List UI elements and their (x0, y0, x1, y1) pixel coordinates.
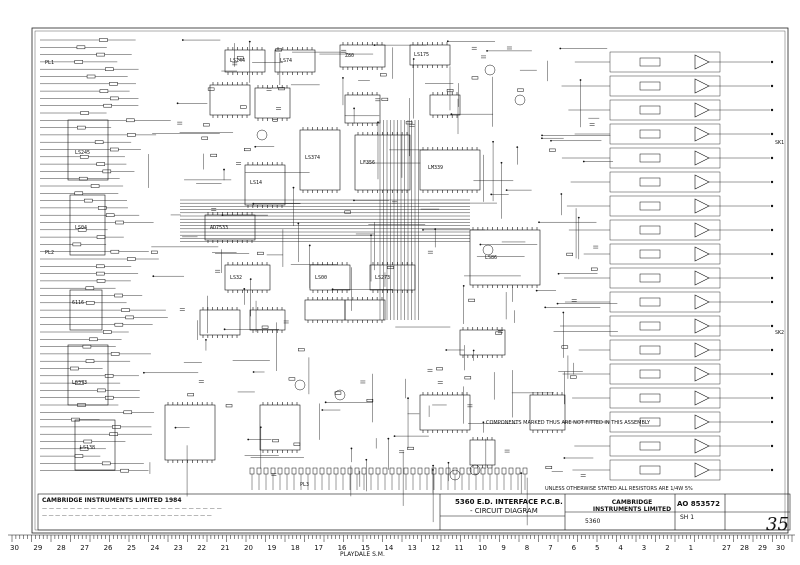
ruler-number: 20 (244, 544, 253, 552)
ruler-number: 11 (454, 544, 464, 552)
ruler-number: 19 (267, 544, 277, 552)
chip-label: LS14 (250, 180, 263, 186)
chip-label: LS00 (315, 275, 328, 281)
sheet-number: SH 1 (680, 514, 695, 521)
ruler-number-right: 30 (776, 544, 785, 552)
chip-label: LS245 (75, 150, 91, 156)
chip-label: 6116 (72, 300, 85, 306)
ruler-number: 28 (56, 544, 66, 552)
connector-label: PL2 (45, 250, 55, 256)
ruler-number: 2 (665, 544, 670, 552)
chip-label: LM339 (428, 165, 444, 171)
model-number: 5360 (585, 518, 601, 525)
chip-label: Z80 (345, 53, 355, 59)
ruler-number: 12 (431, 544, 441, 552)
chip-label: LS04 (75, 225, 88, 231)
ruler-number-right: 28 (740, 544, 749, 552)
chip-label: LS86 (485, 255, 498, 261)
ruler-number: 1 (688, 544, 694, 552)
drawing-number: AO 853572 (677, 500, 721, 508)
ruler-number: 18 (290, 544, 300, 552)
ruler-number: 21 (220, 544, 230, 552)
ruler-number: 29 (33, 544, 43, 552)
note-not-fitted: COMPONENTS MARKED THUS ARE NOT FITTED IN… (486, 420, 651, 426)
company-name: CAMBRIDGE INSTRUMENTS LIMITED (592, 499, 672, 513)
chip-label: LS175 (414, 52, 430, 58)
ruler-number-right: 29 (758, 544, 767, 552)
ruler-number-right: 27 (722, 544, 731, 552)
ruler-number: 5 (595, 544, 600, 552)
ruler-number: 8 (524, 544, 530, 552)
ruler-number: 6 (571, 544, 577, 552)
connector-label: PL1 (45, 60, 55, 66)
note-resistors: UNLESS OTHERWISE STATED ALL RESISTORS AR… (545, 486, 693, 492)
ruler-number: 26 (103, 544, 113, 552)
ruler-number: 9 (501, 544, 506, 552)
ruler-number: 16 (337, 544, 347, 552)
copyright-fineprint: — — — — — — — — — — — — — — — — — — — — … (42, 506, 222, 512)
ruler-number: 13 (407, 544, 417, 552)
connector-label: PL3 (300, 482, 310, 488)
ruler-number: 4 (618, 544, 623, 552)
connector-label: SK2 (775, 330, 785, 336)
connector-label: SK1 (775, 140, 785, 146)
drawing-subtitle: - CIRCUIT DIAGRAM (470, 507, 538, 515)
ruler-label: PLAYDALE S.M. (340, 551, 385, 558)
ruler-number: 23 (173, 544, 183, 552)
ruler-number: 15 (361, 544, 370, 552)
chip-label: LS373 (72, 380, 88, 386)
chip-label: LS374 (305, 155, 321, 161)
chip-label: LS138 (80, 445, 96, 451)
handwritten-sheet-number: 35 (766, 514, 789, 535)
company-copyright: CAMBRIDGE INSTRUMENTS LIMITED 1984 (42, 497, 182, 504)
chip-label: LS74 (280, 58, 293, 64)
chip-label: LF356 (360, 160, 376, 166)
ruler-number: 3 (641, 544, 647, 552)
ruler-number: 30 (10, 544, 19, 552)
ruler-number: 27 (80, 544, 90, 552)
chip-label: LS32 (230, 275, 243, 281)
drawing-title: 5360 E.D. INTERFACE P.C.B. (455, 498, 563, 506)
chip-label: LS273 (375, 275, 391, 281)
ruler-number: 10 (478, 544, 487, 552)
ruler-number: 14 (384, 544, 394, 552)
ruler-number: 17 (314, 544, 324, 552)
ruler-number: 22 (197, 544, 207, 552)
ruler-number: 24 (150, 544, 160, 552)
ruler-number: 25 (127, 544, 136, 552)
chip-label: AD7533 (210, 225, 229, 231)
copyright-fineprint-2: — — — — — — — — — — — — — — — — — — — — … (42, 513, 212, 519)
ruler-number: 7 (548, 544, 553, 552)
chip-label: LS244 (230, 58, 246, 64)
title-block (37, 493, 791, 531)
